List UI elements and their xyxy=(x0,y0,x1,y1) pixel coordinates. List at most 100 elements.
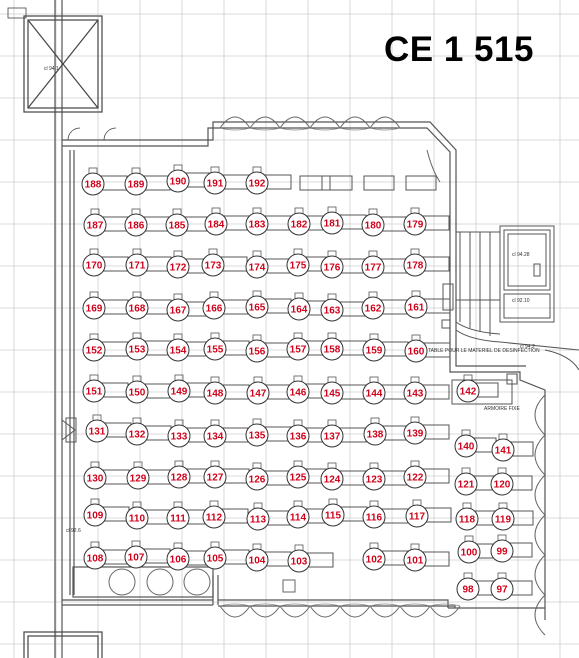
seat-102[interactable]: 102 xyxy=(362,547,386,571)
seat-125[interactable]: 125 xyxy=(286,465,310,489)
seat-140[interactable]: 140 xyxy=(454,434,478,458)
seat-115[interactable]: 115 xyxy=(321,503,345,527)
seat-138[interactable]: 138 xyxy=(363,422,387,446)
seat-185[interactable]: 185 xyxy=(165,213,189,237)
seat-136[interactable]: 136 xyxy=(286,424,310,448)
seat-166[interactable]: 166 xyxy=(202,296,226,320)
seat-131[interactable]: 131 xyxy=(85,419,109,443)
seat-152[interactable]: 152 xyxy=(82,338,106,362)
seat-150[interactable]: 150 xyxy=(125,380,149,404)
seat-173[interactable]: 173 xyxy=(201,253,225,277)
seat-130[interactable]: 130 xyxy=(83,466,107,490)
seat-172[interactable]: 172 xyxy=(166,255,190,279)
seat-187[interactable]: 187 xyxy=(83,213,107,237)
seat-189[interactable]: 189 xyxy=(124,172,148,196)
seat-number: 171 xyxy=(129,261,146,272)
seat-184[interactable]: 184 xyxy=(204,212,228,236)
seat-109[interactable]: 109 xyxy=(83,503,107,527)
seat-137[interactable]: 137 xyxy=(320,424,344,448)
seat-148[interactable]: 148 xyxy=(203,381,227,405)
seat-153[interactable]: 153 xyxy=(125,337,149,361)
seat-186[interactable]: 186 xyxy=(124,213,148,237)
seat-161[interactable]: 161 xyxy=(404,295,428,319)
seat-177[interactable]: 177 xyxy=(361,255,385,279)
seat-174[interactable]: 174 xyxy=(245,255,269,279)
seat-127[interactable]: 127 xyxy=(203,465,227,489)
seat-number: 140 xyxy=(458,442,475,453)
seat-105[interactable]: 105 xyxy=(203,546,227,570)
seat-135[interactable]: 135 xyxy=(245,423,269,447)
seat-121[interactable]: 121 xyxy=(454,472,478,496)
seat-117[interactable]: 117 xyxy=(405,504,429,528)
seat-146[interactable]: 146 xyxy=(286,380,310,404)
seat-176[interactable]: 176 xyxy=(320,255,344,279)
seat-157[interactable]: 157 xyxy=(286,337,310,361)
seat-number: 123 xyxy=(366,475,383,486)
seat-142[interactable]: 142 xyxy=(456,379,480,403)
seat-175[interactable]: 175 xyxy=(286,253,310,277)
seat-141[interactable]: 141 xyxy=(491,438,515,462)
seat-112[interactable]: 112 xyxy=(202,505,226,529)
seat-145[interactable]: 145 xyxy=(320,381,344,405)
seat-126[interactable]: 126 xyxy=(245,467,269,491)
seat-171[interactable]: 171 xyxy=(125,253,149,277)
seat-104[interactable]: 104 xyxy=(245,548,269,572)
seat-120[interactable]: 120 xyxy=(490,472,514,496)
seat-123[interactable]: 123 xyxy=(362,467,386,491)
seat-168[interactable]: 168 xyxy=(125,296,149,320)
seat-114[interactable]: 114 xyxy=(286,505,310,529)
seat-190[interactable]: 190 xyxy=(166,169,190,193)
seat-98[interactable]: 98 xyxy=(456,577,480,601)
seat-164[interactable]: 164 xyxy=(287,297,311,321)
seat-178[interactable]: 178 xyxy=(403,253,427,277)
seat-97[interactable]: 97 xyxy=(490,577,514,601)
seat-182[interactable]: 182 xyxy=(287,212,311,236)
seat-134[interactable]: 134 xyxy=(203,424,227,448)
seat-116[interactable]: 116 xyxy=(362,505,386,529)
seat-108[interactable]: 108 xyxy=(83,546,107,570)
seat-169[interactable]: 169 xyxy=(82,296,106,320)
seat-132[interactable]: 132 xyxy=(125,422,149,446)
seat-106[interactable]: 106 xyxy=(166,547,190,571)
seat-170[interactable]: 170 xyxy=(82,253,106,277)
seat-circle xyxy=(362,547,386,571)
seat-181[interactable]: 181 xyxy=(320,211,344,235)
seat-111[interactable]: 111 xyxy=(166,506,190,530)
seat-143[interactable]: 143 xyxy=(403,381,427,405)
seat-165[interactable]: 165 xyxy=(245,295,269,319)
seat-100[interactable]: 100 xyxy=(457,540,481,564)
seat-167[interactable]: 167 xyxy=(166,298,190,322)
seat-180[interactable]: 180 xyxy=(361,213,385,237)
seat-188[interactable]: 188 xyxy=(81,172,105,196)
seat-163[interactable]: 163 xyxy=(320,298,344,322)
seat-159[interactable]: 159 xyxy=(362,338,386,362)
seat-156[interactable]: 156 xyxy=(245,339,269,363)
seat-133[interactable]: 133 xyxy=(167,424,191,448)
seat-110[interactable]: 110 xyxy=(125,506,149,530)
seat-129[interactable]: 129 xyxy=(126,466,150,490)
seat-154[interactable]: 154 xyxy=(166,338,190,362)
seat-128[interactable]: 128 xyxy=(167,465,191,489)
seat-162[interactable]: 162 xyxy=(361,296,385,320)
seat-107[interactable]: 107 xyxy=(124,545,148,569)
seat-124[interactable]: 124 xyxy=(320,467,344,491)
seat-101[interactable]: 101 xyxy=(403,548,427,572)
seat-179[interactable]: 179 xyxy=(403,212,427,236)
seat-158[interactable]: 158 xyxy=(320,337,344,361)
seat-155[interactable]: 155 xyxy=(203,337,227,361)
seat-147[interactable]: 147 xyxy=(246,381,270,405)
seat-144[interactable]: 144 xyxy=(362,381,386,405)
seat-122[interactable]: 122 xyxy=(403,465,427,489)
seat-191[interactable]: 191 xyxy=(203,171,227,195)
seat-151[interactable]: 151 xyxy=(82,379,106,403)
seat-192[interactable]: 192 xyxy=(245,171,269,195)
seat-119[interactable]: 119 xyxy=(491,507,515,531)
seat-99[interactable]: 99 xyxy=(490,539,514,563)
seat-113[interactable]: 113 xyxy=(246,507,270,531)
seat-139[interactable]: 139 xyxy=(403,421,427,445)
seat-183[interactable]: 183 xyxy=(245,212,269,236)
seat-118[interactable]: 118 xyxy=(455,507,479,531)
seat-149[interactable]: 149 xyxy=(167,379,191,403)
seat-160[interactable]: 160 xyxy=(404,339,428,363)
seat-103[interactable]: 103 xyxy=(287,549,311,573)
